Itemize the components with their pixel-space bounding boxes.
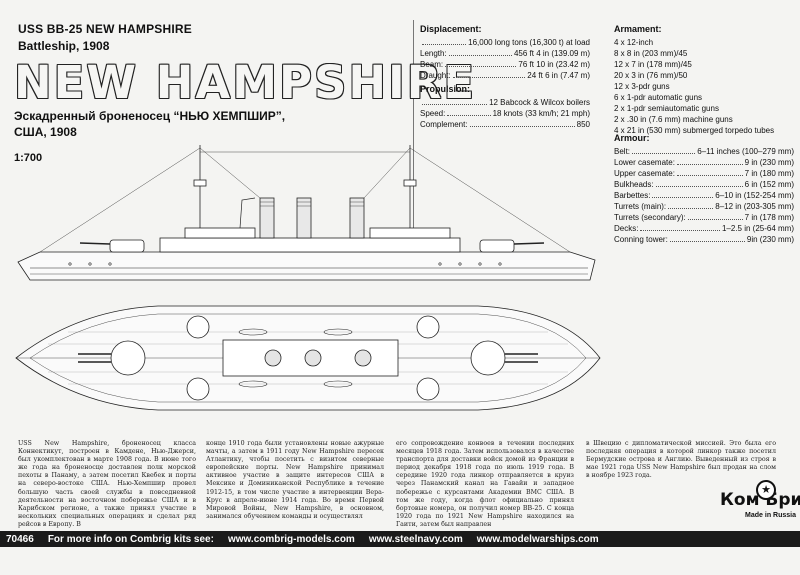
footer-bar: 70466 For more info on Combrig kits see:… xyxy=(0,531,800,547)
ship-side-profile-drawing xyxy=(17,145,596,281)
propulsion-block: Propulsion: 12 Babcock & Wilcox boilers … xyxy=(420,84,590,130)
ship-class-year: Battleship, 1908 xyxy=(18,39,110,53)
armour-title: Armour: xyxy=(614,133,650,143)
footer-link-steelnavy[interactable]: www.steelnavy.com xyxy=(368,533,463,545)
scale-label: 1:700 xyxy=(14,152,43,164)
made-in-russia-label: Made in Russia xyxy=(745,512,796,519)
spec-row: Decks:1–2.5 in (25-64 mm) xyxy=(614,224,794,233)
spec-row: Bulkheads:6 in (152 mm) xyxy=(614,180,794,189)
spec-row: Draught:24 ft 6 in (7.47 m) xyxy=(420,71,590,80)
displacement-title: Displacement: xyxy=(420,24,482,34)
ship-top-view-drawing xyxy=(15,305,601,411)
armament-item: 12 x 7 in (178 mm)/45 xyxy=(614,60,692,69)
history-column-3: его сопровождение конвоев в течении посл… xyxy=(396,440,574,528)
spec-row: Beam:76 ft 10 in (23.42 m) xyxy=(420,60,590,69)
footer-link-modelwarships[interactable]: www.modelwarships.com xyxy=(476,533,599,545)
russian-subtitle: США, 1908 xyxy=(14,125,77,139)
history-column-2: конце 1910 года были установлены новые а… xyxy=(206,440,384,520)
history-column-1: USS New Hampshire, броненосец класса Кон… xyxy=(18,440,196,528)
armament-item: 4 x 12-inch xyxy=(614,38,654,47)
spec-row: 16,000 long tons (16,300 t) at load xyxy=(420,37,590,48)
spec-row: Upper casemate:7 in (180 mm) xyxy=(614,169,794,178)
armament-item: 2 x .30 in (7.6 mm) machine guns xyxy=(614,115,733,124)
spec-divider xyxy=(413,20,414,245)
armament-item: 6 x 1-pdr automatic guns xyxy=(614,93,703,102)
footer-info-text: For more info on Combrig kits see: xyxy=(47,533,214,545)
footer-link-combrig[interactable]: www.combrig-models.com xyxy=(227,533,355,545)
spec-row: Complement:850 xyxy=(420,120,590,129)
ship-designation: USS BB-25 NEW HAMPSHIRE xyxy=(18,22,192,36)
armament-item: 2 x 1-pdr semiautomatic guns xyxy=(614,104,719,113)
logo-wordmark: Ком Бриг xyxy=(720,490,800,510)
armament-item: 20 x 3 in (76 mm)/50 xyxy=(614,71,688,80)
propulsion-title: Propulsion: xyxy=(420,84,470,94)
armament-block: Armament: 4 x 12-inch 8 x 8 in (203 mm)/… xyxy=(614,24,794,136)
combrig-logo: Ком Бриг Made in Russia xyxy=(720,490,800,530)
spec-row: Turrets (secondary):7 in (178 mm) xyxy=(614,213,794,222)
spec-row: Lower casemate:9 in (230 mm) xyxy=(614,158,794,167)
spec-row: Length:456 ft 4 in (139.09 m) xyxy=(420,49,590,58)
armour-block: Armour: Belt:6–11 inches (100–279 mm) Lo… xyxy=(614,133,794,245)
kit-code: 70466 xyxy=(6,533,34,545)
spec-row: 12 Babcock & Wilcox boilers xyxy=(420,97,590,108)
displacement-block: Displacement: 16,000 long tons (16,300 t… xyxy=(420,24,590,81)
ship-name-title: NEW HAMPSHIRE xyxy=(14,56,477,109)
armament-item: 8 x 8 in (203 mm)/45 xyxy=(614,49,688,58)
armament-item: 12 x 3-pdr guns xyxy=(614,82,670,91)
spec-row: Turrets (main):8–12 in (203-305 mm) xyxy=(614,202,794,211)
history-column-4: в Швецию с дипломатической миссией. Это … xyxy=(586,440,776,480)
russian-title: Эскадренный броненосец “НЬЮ ХЕМПШИР”, xyxy=(14,109,286,123)
armament-item: 4 x 21 in (530 mm) submerged torpedo tub… xyxy=(614,126,775,135)
star-icon: ★ xyxy=(756,480,776,500)
spec-row: Barbettes:6–10 in (152-254 mm) xyxy=(614,191,794,200)
spec-row: Conning tower:9in (230 mm) xyxy=(614,235,794,244)
armament-title: Armament: xyxy=(614,24,662,34)
spec-row: Belt:6–11 inches (100–279 mm) xyxy=(614,147,794,156)
spec-row: Speed:18 knots (33 km/h; 21 mph) xyxy=(420,109,590,118)
